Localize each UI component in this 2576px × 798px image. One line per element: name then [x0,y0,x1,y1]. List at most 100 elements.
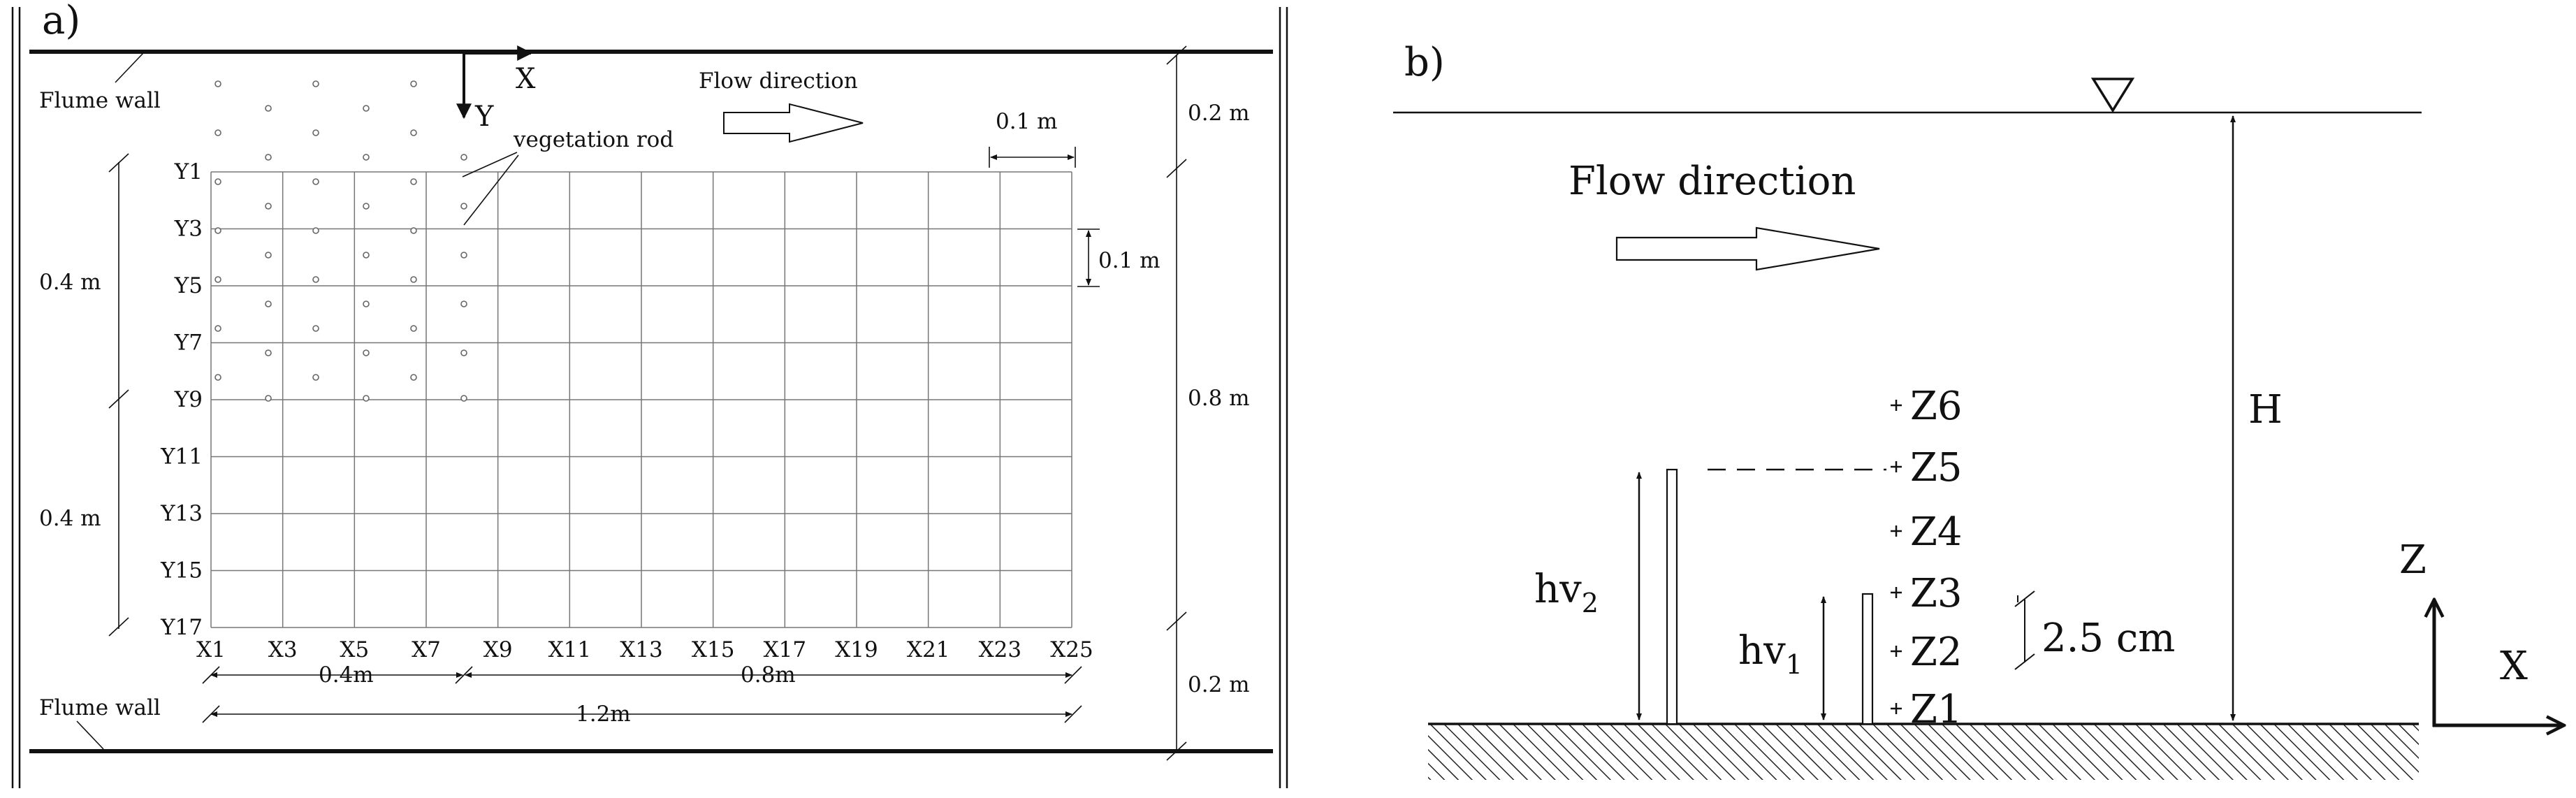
flume-wall-bottom-label: Flume wall [39,695,161,720]
y-section-label: Y3 [174,217,203,242]
axis-x-b-label: X [2500,644,2528,689]
dim-tick [202,705,220,723]
vegetation-rod-dot [460,395,467,402]
vegetation-rod-short [1861,593,1874,725]
measurement-point: Z3 [1891,571,1963,616]
vegetation-rod-dot [363,395,370,402]
dim-tick [1166,611,1187,631]
measurement-point: Z6 [1891,384,1963,429]
dim-tick [108,389,129,409]
flume-bed-hatch [1428,724,2419,780]
dim-tick [108,617,129,637]
vegetation-rod-dot [214,227,221,234]
x-section-label: X3 [268,637,298,662]
dim-tick [2014,590,2035,607]
panel-b: b) Flow direction H hv2 hv1 Z6Z5Z4Z3Z2Z1… [1393,40,2564,780]
measurement-point: Z1 [1891,687,1963,732]
vegetation-rod-dot [312,80,319,87]
x-section-label: X9 [483,637,513,662]
vegetation-rod-dot [265,154,272,161]
vegetation-rod-dot [460,300,467,307]
measurement-grid [210,171,1072,628]
vegetation-rod-dot [214,325,221,332]
vegetation-rod-dot [410,374,417,381]
vegetation-rod-dot [410,178,417,185]
dim-tick [1064,705,1082,723]
vegetation-rod-dot [312,129,319,136]
dim-bottom-margin-label: 0.2 m [1188,672,1250,697]
x-section-label: X19 [835,637,878,662]
x-section-label: X5 [340,637,369,662]
vegetation-rod-dot [312,178,319,185]
dim-bottom-veg-label: 0.4m [319,662,374,688]
flow-direction-arrow [723,103,864,143]
vegetation-rod-dot [312,325,319,332]
vegetation-rod-dot [265,203,272,210]
flume-wall-top-leader [115,52,144,83]
vegetation-rod-dot [214,276,221,283]
vegetation-rod-dot [410,129,417,136]
dim-left-lower-label: 0.4 m [39,506,101,531]
vegetation-rod-dot [214,374,221,381]
x-section-label: X25 [1050,637,1093,662]
vegetation-rod-dot [363,349,370,356]
measurement-point: Z2 [1891,630,1963,675]
vegetation-rod-dot [363,203,370,210]
y-section-label: Y13 [160,501,203,526]
flow-direction-b-arrow [1615,226,1880,271]
y-section-label: Y1 [174,159,203,184]
measurement-point-label: Z2 [1910,630,1963,675]
vegetation-rod-dot [460,349,467,356]
vegetation-rod-dot [460,252,467,259]
x-section-label: X1 [196,637,226,662]
vegetation-rod-dot [460,203,467,210]
dim-bottom-total-label: 1.2m [576,702,631,727]
axis-x-label: X [516,63,536,95]
measurement-point-label: Z4 [1910,509,1963,555]
x-section-label: X15 [692,637,735,662]
vegetation-rod-tall [1666,468,1678,725]
vegetation-rod-dot [312,374,319,381]
vegetation-rod-dot [363,105,370,112]
y-section-label: Y7 [174,331,203,356]
dim-tick [108,153,129,173]
dim-mid-label: 0.8 m [1188,386,1250,411]
vegetation-rod-dot [265,105,272,112]
dim-grid-step-label: 0.1 m [1098,248,1160,273]
y-section-label: Y11 [160,444,203,470]
measurement-point-label: Z6 [1910,384,1963,429]
vegetation-rod-dot [363,300,370,307]
dim-bottom-rest-label: 0.8m [741,662,796,688]
measurement-point: Z5 [1891,445,1963,491]
vegetation-rod-dot [410,325,417,332]
vegetation-rod-dot [363,252,370,259]
flume-wall-bottom-leader [76,720,104,750]
measurement-point: Z4 [1891,509,1963,555]
vegetation-rod-dot [363,154,370,161]
x-section-label: X23 [979,637,1022,662]
depth-label: H [2248,387,2283,433]
dim-top-margin-label: 0.2 m [1188,101,1250,126]
y-section-label: Y5 [174,273,203,298]
x-section-label: X13 [620,637,663,662]
hv2-label: hv2 [1534,567,1599,618]
hv2-base: hv [1534,567,1582,612]
vegetation-rod-dot [265,300,272,307]
flow-direction-b-label: Flow direction [1569,159,1856,204]
vegetation-rod-dot [265,252,272,259]
vegetation-rod-dot [460,154,467,161]
y-section-label: Y17 [160,615,203,640]
dim-tick [1166,741,1187,761]
vegetation-rod-dot [410,276,417,283]
measurement-point-label: Z5 [1910,445,1963,491]
vegetation-rod-dot [214,178,221,185]
hv1-base: hv [1738,628,1786,674]
dim-tick [2014,653,2035,670]
vegetation-rod-dot [214,80,221,87]
dim-tick [202,666,220,684]
axis-z-label: Z [2399,537,2426,583]
